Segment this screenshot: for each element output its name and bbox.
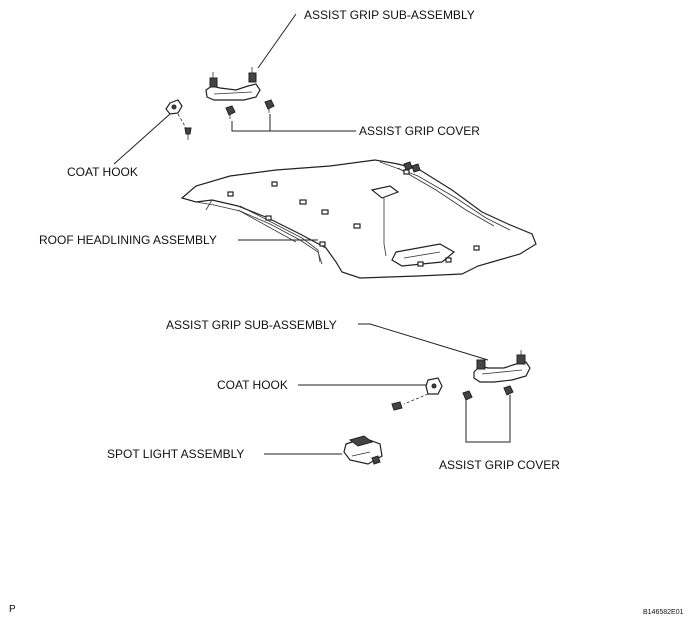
assist-grip-bottom-illustration (473, 350, 531, 383)
coat-hook-bottom-illustration (391, 377, 443, 411)
assist-grip-cover-top-illustration (225, 99, 275, 119)
label-spot-light-assembly: SPOT LIGHT ASSEMBLY (107, 447, 245, 461)
label-roof-headlining-assembly: ROOF HEADLINING ASSEMBLY (39, 233, 217, 247)
roof-headlining-illustration (180, 159, 537, 279)
spot-light-illustration (343, 435, 383, 465)
assist-grip-top-illustration (205, 67, 261, 101)
corner-mark-right: B146582E01 (643, 609, 684, 616)
label-assist-grip-cover-bottom: ASSIST GRIP COVER (439, 458, 560, 472)
coat-hook-top-illustration (165, 99, 192, 140)
label-coat-hook-bottom: COAT HOOK (217, 378, 288, 392)
label-assist-grip-sub-assembly-bottom: ASSIST GRIP SUB-ASSEMBLY (166, 318, 337, 332)
label-assist-grip-cover-top: ASSIST GRIP COVER (359, 124, 480, 138)
assist-grip-cover-bottom-illustration (462, 385, 514, 401)
label-assist-grip-sub-assembly-top: ASSIST GRIP SUB-ASSEMBLY (304, 8, 475, 22)
corner-mark-left: P (9, 604, 16, 615)
label-coat-hook-top: COAT HOOK (67, 165, 138, 179)
